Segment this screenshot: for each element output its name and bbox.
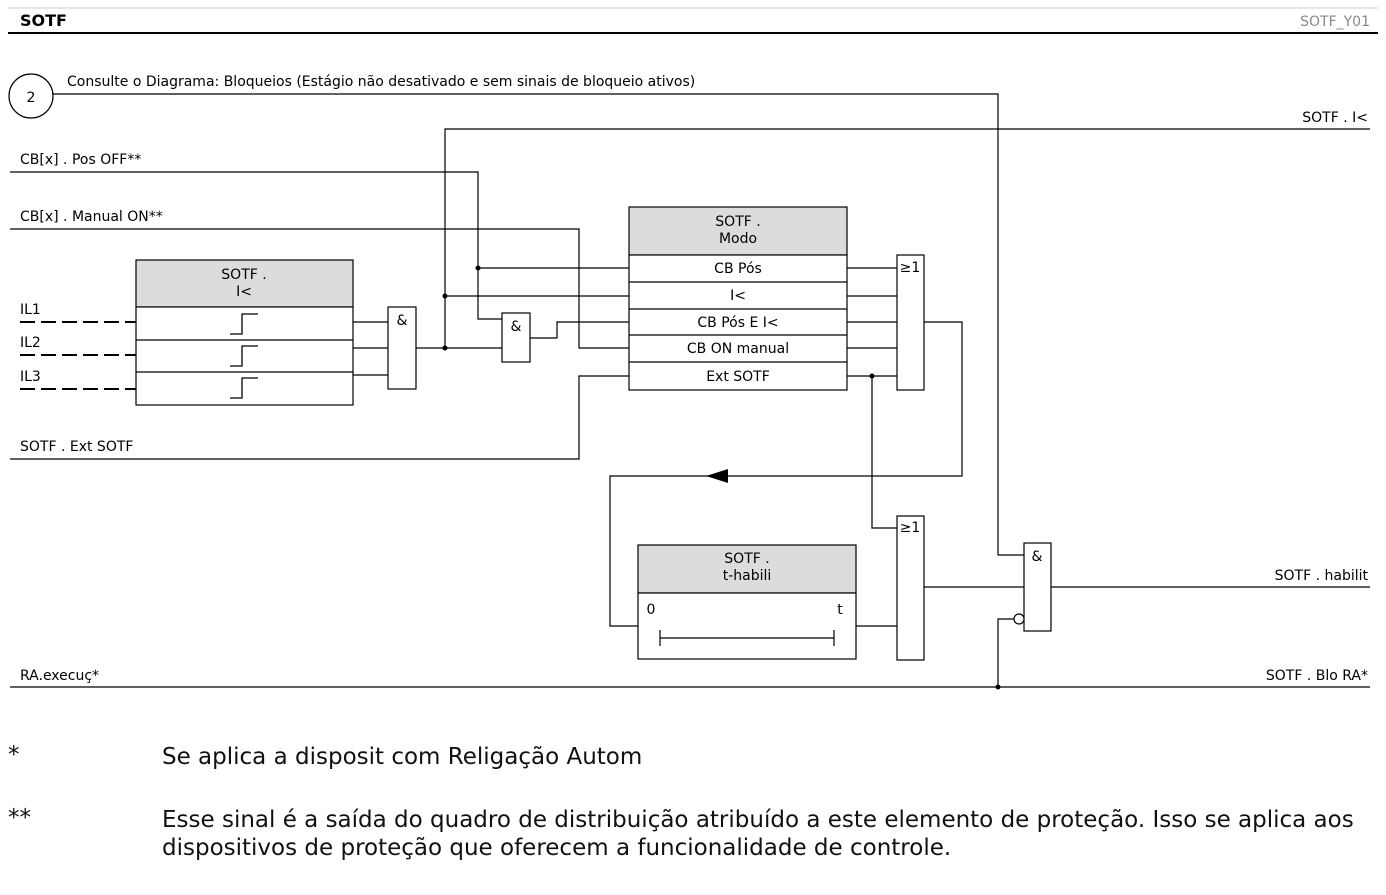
threshold-icon [230, 345, 258, 367]
output-habilit: SOTF . habilit [1275, 568, 1369, 584]
timer-block-title-2: t-habili [723, 568, 772, 584]
mode-row-i-less: I< [730, 288, 746, 304]
timer-block-title-1: SOTF . [724, 551, 769, 567]
i-less-output-wire [444, 128, 1370, 296]
mode-block-title-1: SOTF . [715, 214, 760, 230]
and-gate-3-label: & [1032, 549, 1043, 565]
reference-circle [8, 73, 54, 119]
input-ext-sotf: SOTF . Ext SOTF [20, 439, 133, 455]
reference-text: Consulte o Diagrama: Bloqueios (Estágio … [67, 74, 695, 90]
or-gate-2-label: ≥1 [900, 520, 921, 536]
timer-start-label: 0 [647, 602, 656, 618]
input-il3: IL3 [20, 369, 41, 385]
reference-number: 2 [27, 90, 36, 106]
or-gate-2 [896, 515, 925, 661]
reference-wire [53, 93, 1024, 556]
output-blo-ra: SOTF . Blo RA* [1266, 668, 1368, 684]
timer-end-label: t [837, 602, 843, 618]
or-gate-1 [896, 254, 925, 391]
timer-block-header [637, 544, 857, 594]
mode-block-title-2: Modo [719, 231, 757, 247]
or-gate-1-label: ≥1 [900, 260, 921, 276]
and-gate-1-label: & [397, 313, 408, 329]
timer-block-body [637, 592, 857, 660]
and-gate-3 [1023, 542, 1052, 632]
ilow-block-title-1: SOTF . [221, 267, 266, 283]
mode-block-body [628, 254, 848, 391]
feedback-arrow-icon [706, 469, 728, 483]
mode-row-cb-pos: CB Pós [714, 261, 762, 277]
mode-row-cb-on-manual: CB ON manual [687, 341, 789, 357]
output-i-less: SOTF . I< [1302, 110, 1368, 126]
input-ra: RA.execuç* [20, 668, 99, 684]
ext-sotf-wire [10, 375, 629, 460]
ilow-block-title-2: I< [236, 284, 252, 300]
mode-block-header [628, 206, 848, 256]
and-gate-2 [501, 312, 531, 363]
threshold-icon [230, 377, 258, 399]
feedback-wire [609, 321, 963, 627]
and-gate-1 [387, 306, 417, 390]
pos-off-wire [10, 171, 502, 320]
diagram-title: SOTF [20, 11, 67, 30]
inverter-icon [1013, 613, 1025, 625]
ra-block-wire [997, 618, 1014, 687]
input-pos-off: CB[x] . Pos OFF** [20, 152, 141, 168]
manual-on-wire [10, 228, 629, 349]
threshold-icon [230, 313, 258, 335]
mode-row-ext-sotf: Ext SOTF [706, 369, 770, 385]
ext-to-or2-wire [871, 376, 897, 529]
diagram-code: SOTF_Y01 [1300, 14, 1370, 30]
ilow-block-body [135, 306, 354, 406]
and2-output-wire [530, 321, 629, 339]
input-il1: IL1 [20, 302, 41, 318]
mode-row-cb-pos-and-i: CB Pós E I< [697, 315, 778, 331]
ilow-block-header [135, 259, 354, 308]
and-gate-2-label: & [511, 319, 522, 335]
input-il2: IL2 [20, 335, 41, 351]
input-manual-on: CB[x] . Manual ON** [20, 209, 163, 225]
